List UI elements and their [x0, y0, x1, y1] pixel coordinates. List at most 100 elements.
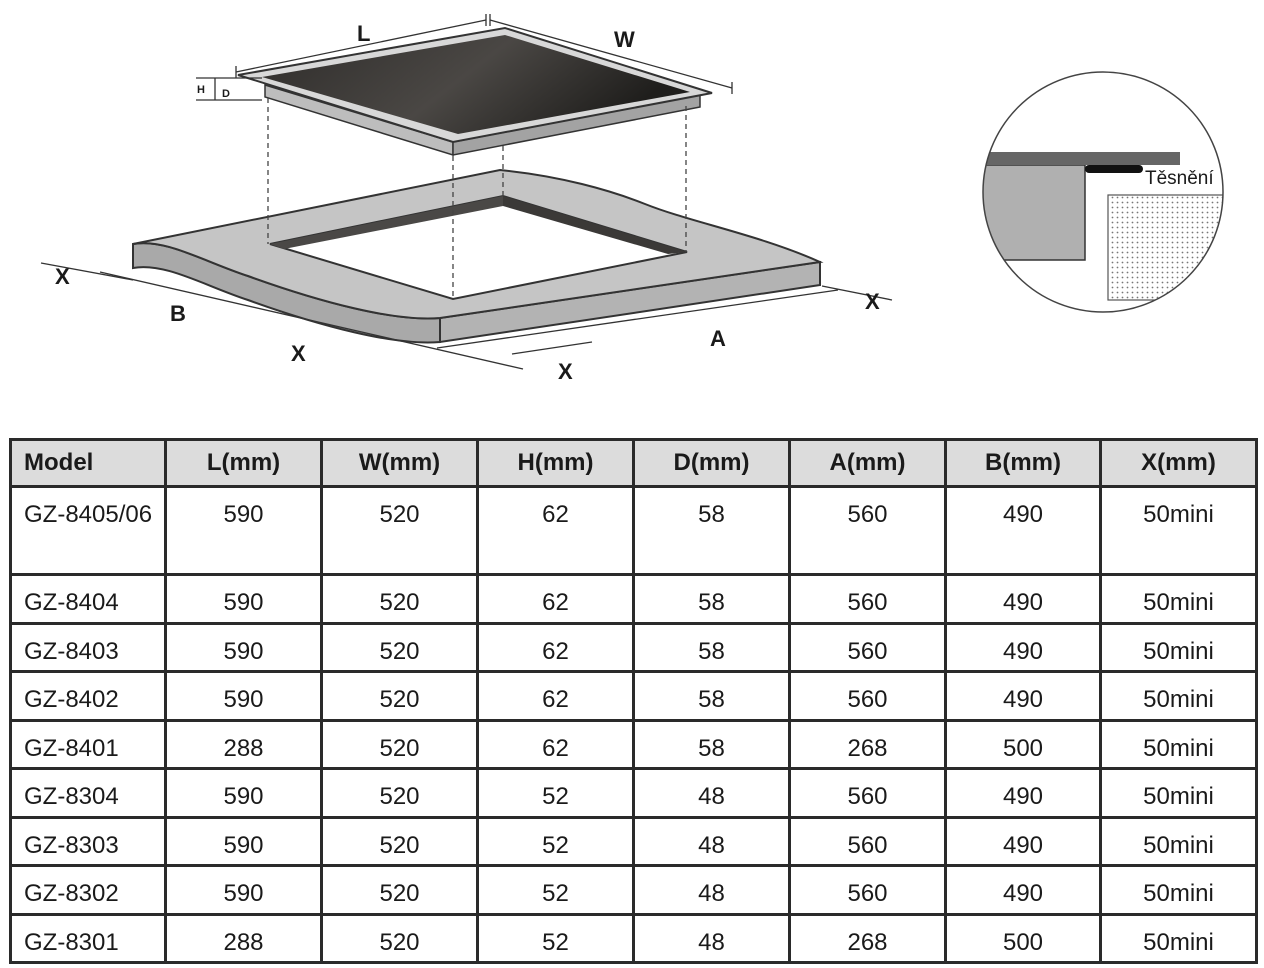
label-length: L: [357, 21, 370, 46]
cell-margin-x: 50mini: [1099, 718, 1258, 770]
installation-diagram: L W H D X B X X A X Těsnění: [40, 14, 1224, 384]
cell-model: GZ-8301: [9, 912, 167, 964]
cell-length: 590: [164, 767, 323, 819]
cell-model: GZ-8401: [9, 718, 167, 770]
cell-cutout-b: 490: [944, 485, 1102, 576]
cell-length: 590: [164, 670, 323, 722]
cell-width: 520: [320, 912, 479, 964]
cell-cutout-b: 490: [944, 767, 1102, 819]
cell-depth: 48: [632, 815, 791, 867]
cell-cutout-a: 560: [788, 815, 947, 867]
cell-margin-x: 50mini: [1099, 912, 1258, 964]
header-height: H(mm): [476, 438, 635, 488]
cell-cutout-a: 560: [788, 670, 947, 722]
cell-margin-x: 50mini: [1099, 767, 1258, 819]
label-margin-bottom: X: [558, 359, 573, 384]
cell-cutout-a: 560: [788, 573, 947, 625]
label-seal: Těsnění: [1145, 168, 1214, 189]
seal-strip: [1085, 165, 1143, 173]
cell-model: GZ-8304: [9, 767, 167, 819]
cell-length: 590: [164, 573, 323, 625]
table-row: GZ-8401 288 520 62 58 268 500 50mini: [9, 718, 1258, 770]
cell-cutout-b: 490: [944, 670, 1102, 722]
label-cutout-b: B: [170, 301, 186, 326]
cell-width: 520: [320, 621, 479, 673]
header-width: W(mm): [320, 438, 479, 488]
cell-width: 520: [320, 718, 479, 770]
header-length: L(mm): [164, 438, 323, 488]
cell-depth: 58: [632, 573, 791, 625]
label-margin-right: X: [865, 289, 880, 314]
dimensions-table: Model L(mm) W(mm) H(mm) D(mm) A(mm) B(mm…: [9, 438, 1258, 964]
cell-width: 520: [320, 573, 479, 625]
cell-width: 520: [320, 670, 479, 722]
cell-height: 62: [476, 621, 635, 673]
header-model: Model: [9, 438, 167, 488]
cell-height: 62: [476, 670, 635, 722]
cell-width: 520: [320, 815, 479, 867]
label-width: W: [614, 27, 635, 52]
cell-model: GZ-8405/06: [9, 485, 167, 576]
header-margin-x: X(mm): [1099, 438, 1258, 488]
cell-length: 590: [164, 485, 323, 576]
table-row: GZ-8405/06 590 520 62 58 560 490 50mini: [9, 485, 1258, 576]
cell-length: 590: [164, 864, 323, 916]
cell-cutout-a: 268: [788, 912, 947, 964]
cell-cutout-b: 490: [944, 864, 1102, 916]
cell-cutout-a: 560: [788, 621, 947, 673]
cell-depth: 58: [632, 670, 791, 722]
header-cutout-a: A(mm): [788, 438, 947, 488]
cell-width: 520: [320, 864, 479, 916]
cell-depth: 58: [632, 485, 791, 576]
cutout-opening: [269, 194, 688, 301]
label-depth: D: [222, 88, 230, 100]
cell-depth: 48: [632, 912, 791, 964]
table-row: GZ-8301 288 520 52 48 268 500 50mini: [9, 912, 1258, 964]
cell-cutout-b: 490: [944, 573, 1102, 625]
cell-depth: 58: [632, 718, 791, 770]
hob-unit: [237, 26, 713, 157]
cell-model: GZ-8303: [9, 815, 167, 867]
cell-depth: 48: [632, 767, 791, 819]
cell-length: 288: [164, 912, 323, 964]
dimension-lines: [40, 14, 893, 370]
cell-cutout-a: 560: [788, 864, 947, 916]
cell-width: 520: [320, 767, 479, 819]
cell-height: 52: [476, 815, 635, 867]
cell-margin-x: 50mini: [1099, 621, 1258, 673]
header-depth: D(mm): [632, 438, 791, 488]
cell-cutout-b: 490: [944, 621, 1102, 673]
cell-cutout-a: 268: [788, 718, 947, 770]
cell-cutout-b: 490: [944, 815, 1102, 867]
cell-cutout-a: 560: [788, 767, 947, 819]
table-row: GZ-8302 590 520 52 48 560 490 50mini: [9, 864, 1258, 916]
cell-model: GZ-8402: [9, 670, 167, 722]
seal-detail: Těsnění: [982, 71, 1224, 313]
label-margin-front: X: [291, 341, 306, 366]
cell-margin-x: 50mini: [1099, 864, 1258, 916]
table-row: GZ-8404 590 520 62 58 560 490 50mini: [9, 573, 1258, 625]
label-height: H: [197, 84, 205, 96]
cell-depth: 58: [632, 621, 791, 673]
cell-height: 52: [476, 767, 635, 819]
cell-cutout-a: 560: [788, 485, 947, 576]
cell-depth: 48: [632, 864, 791, 916]
cell-height: 52: [476, 912, 635, 964]
cell-cutout-b: 500: [944, 912, 1102, 964]
cell-cutout-b: 500: [944, 718, 1102, 770]
table-row: GZ-8403 590 520 62 58 560 490 50mini: [9, 621, 1258, 673]
cell-width: 520: [320, 485, 479, 576]
cell-height: 62: [476, 573, 635, 625]
cell-margin-x: 50mini: [1099, 815, 1258, 867]
table-row: GZ-8303 590 520 52 48 560 490 50mini: [9, 815, 1258, 867]
cell-margin-x: 50mini: [1099, 670, 1258, 722]
cell-margin-x: 50mini: [1099, 485, 1258, 576]
label-cutout-a: A: [710, 326, 726, 351]
table-row: GZ-8304 590 520 52 48 560 490 50mini: [9, 767, 1258, 819]
cell-model: GZ-8302: [9, 864, 167, 916]
cell-length: 590: [164, 621, 323, 673]
cell-model: GZ-8403: [9, 621, 167, 673]
cell-length: 590: [164, 815, 323, 867]
projection-lines: [267, 98, 687, 300]
cell-height: 62: [476, 718, 635, 770]
